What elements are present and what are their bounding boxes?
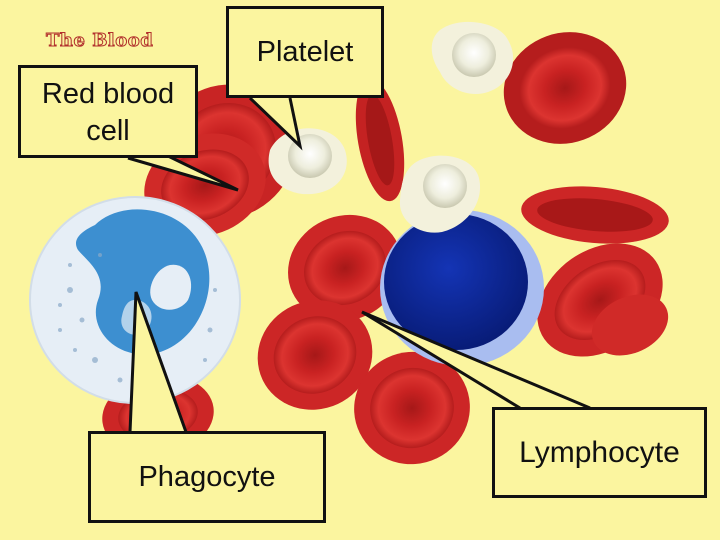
red-blood-cell bbox=[354, 351, 470, 465]
red-blood-cell-label: Red blood cell bbox=[18, 65, 198, 158]
platelet-cell bbox=[399, 155, 481, 233]
red-blood-cell bbox=[257, 300, 373, 410]
lymphocyte-cell bbox=[380, 210, 544, 366]
red-blood-cells bbox=[102, 32, 669, 498]
phagocyte-label-text: Phagocyte bbox=[138, 460, 276, 493]
red-blood-cell bbox=[521, 186, 669, 244]
red-blood-cell-pointer bbox=[127, 154, 239, 192]
platelet-cell bbox=[268, 128, 347, 195]
red-blood-cell bbox=[591, 294, 669, 356]
phagocyte-pointer bbox=[128, 291, 188, 433]
lymphocyte-label-text: Lymphocyte bbox=[519, 435, 680, 469]
red-blood-cell-label-text: Red blood cell bbox=[41, 77, 175, 147]
diagram-title: The Blood bbox=[45, 30, 154, 52]
red-blood-cell bbox=[288, 214, 402, 322]
pointer-lines bbox=[127, 96, 591, 433]
red-blood-cell bbox=[355, 78, 405, 202]
platelet-label-text: Platelet bbox=[256, 35, 354, 68]
lymphocyte-label: Lymphocyte bbox=[492, 407, 707, 498]
platelet-cell bbox=[431, 21, 514, 94]
red-blood-cell bbox=[503, 32, 627, 144]
platelet-label: Platelet bbox=[226, 6, 384, 98]
phagocyte-label: Phagocyte bbox=[88, 431, 326, 523]
platelet-pointer bbox=[248, 96, 303, 151]
lymphocyte-pointer bbox=[361, 310, 591, 410]
